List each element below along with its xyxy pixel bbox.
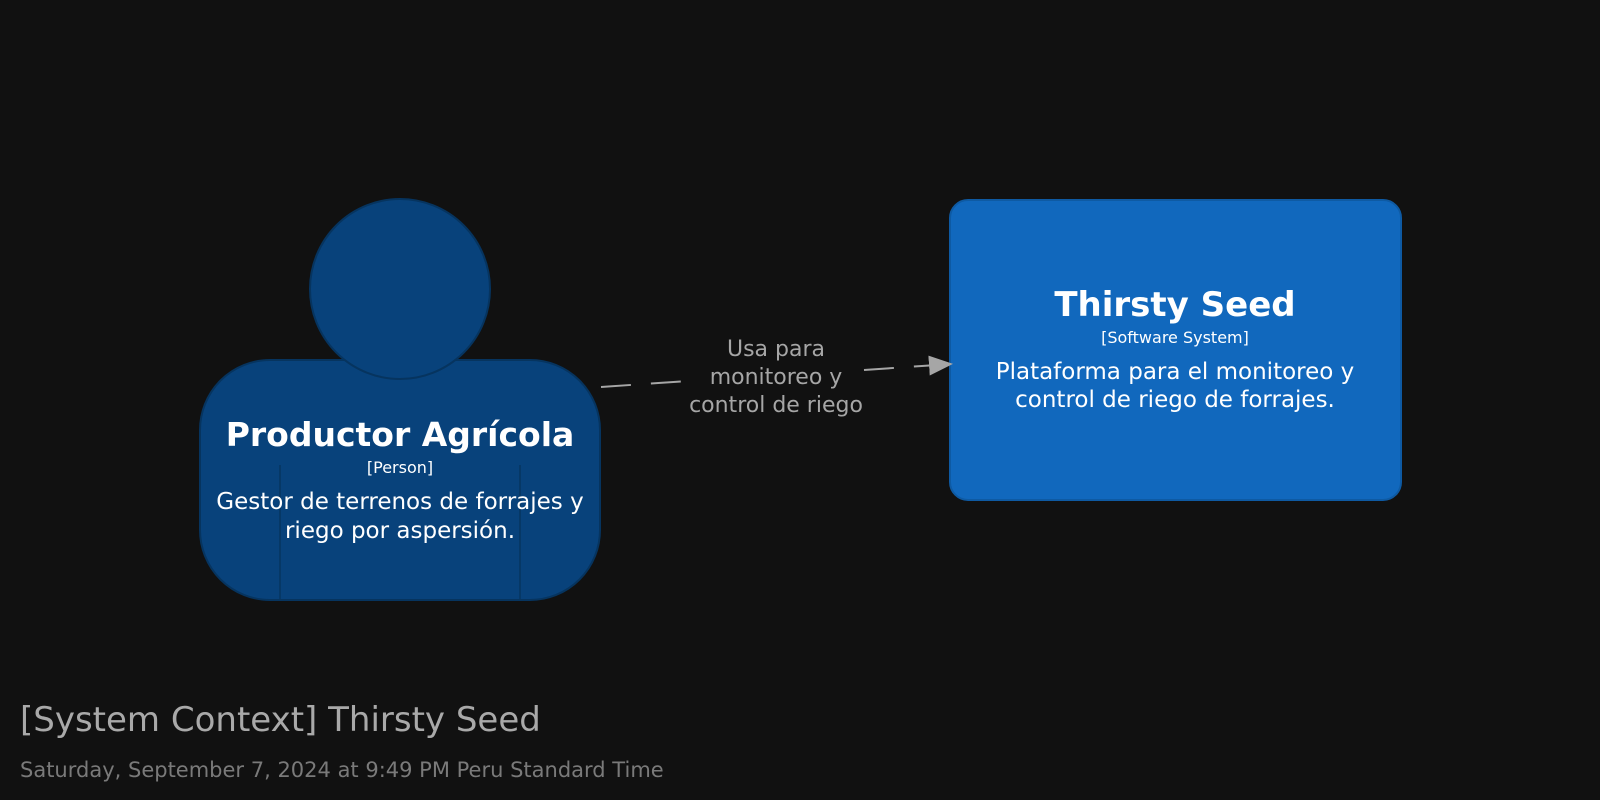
software-system-box <box>949 199 1402 501</box>
person-body <box>199 359 601 601</box>
person-productor-agricola[interactable]: Productor Agrícola [Person] Gestor de te… <box>199 198 601 601</box>
software-system-name: Thirsty Seed <box>1054 285 1295 325</box>
person-description-line-2: riego por aspersión. <box>285 518 515 544</box>
relationship-label-line-2: monitoreo y <box>710 365 843 390</box>
person-description-line-1: Gestor de terrenos de forrajes y <box>216 489 583 515</box>
diagram-timestamp: Saturday, September 7, 2024 at 9:49 PM P… <box>20 758 664 782</box>
relationship-line-segment-2 <box>863 355 953 376</box>
relationship-uses[interactable]: Usa para monitoreo y control de riego <box>600 337 953 418</box>
software-system-thirsty-seed[interactable]: Thirsty Seed [Software System] Plataform… <box>949 199 1402 501</box>
person-name: Productor Agrícola <box>226 415 575 454</box>
person-head <box>309 198 491 380</box>
person-type: [Person] <box>367 458 433 477</box>
software-system-description-line-1: Plataforma para el monitoreo y <box>996 359 1355 385</box>
software-system-type: [Software System] <box>1101 328 1249 347</box>
relationship-line-segment-1 <box>600 380 689 388</box>
relationship-label-line-1: Usa para <box>727 337 825 362</box>
diagram-title: [System Context] Thirsty Seed <box>20 700 541 740</box>
software-system-description-line-2: control de riego de forrajes. <box>1015 387 1335 413</box>
relationship-label-line-3: control de riego <box>689 393 863 418</box>
